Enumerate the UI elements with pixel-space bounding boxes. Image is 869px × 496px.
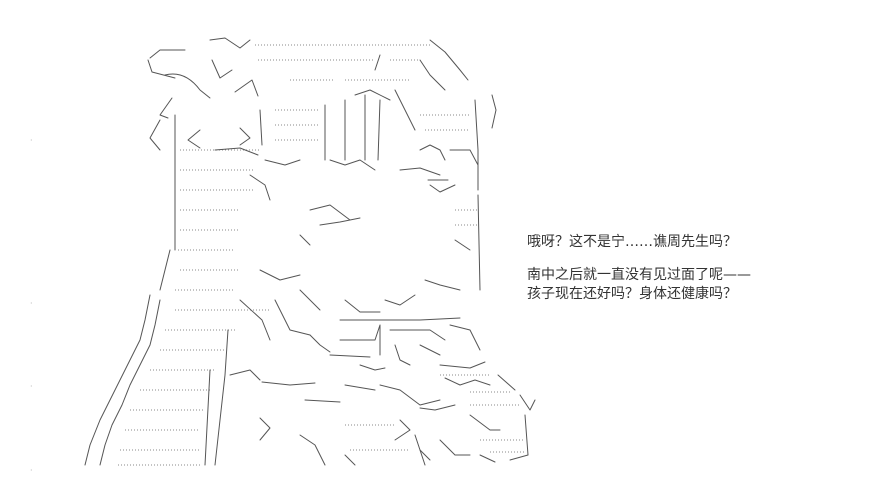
dialogue-line-1: 哦呀？这不是宁……谯周先生吗？ bbox=[527, 234, 737, 250]
dialogue-spacer bbox=[527, 252, 857, 266]
margin-mark-3: · bbox=[30, 382, 33, 391]
margin-mark-1: · bbox=[30, 136, 33, 145]
dialogue-line-2: 南中之后就一直没有见过面了呢—— bbox=[527, 267, 751, 283]
margin-mark-4: · bbox=[30, 466, 33, 475]
margin-mark-2: · bbox=[30, 299, 33, 308]
dialogue-text-block: 哦呀？这不是宁……谯周先生吗？ 南中之后就一直没有见过面了呢—— 孩子现在还好吗… bbox=[527, 233, 857, 304]
dialogue-line-3: 孩子现在还好吗？身体还健康吗？ bbox=[527, 286, 737, 302]
